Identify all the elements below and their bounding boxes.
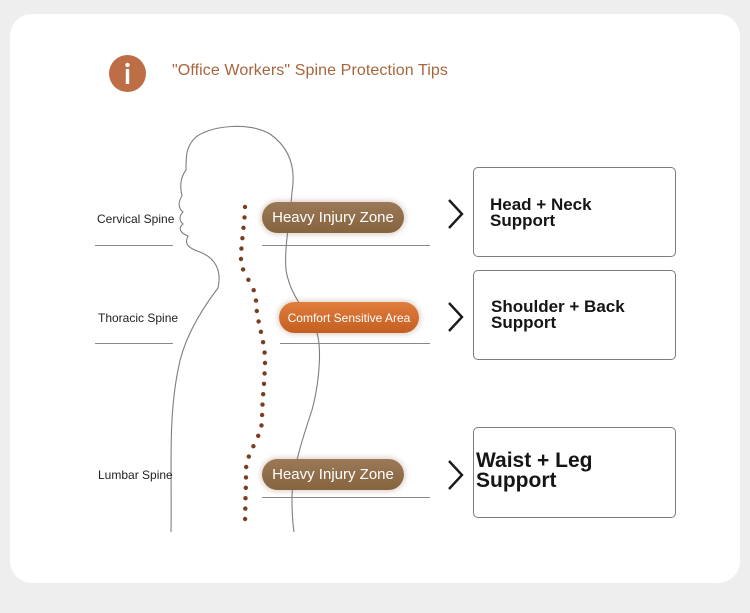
spine-dot xyxy=(256,433,261,438)
spine-dot xyxy=(251,288,256,293)
spine-dot xyxy=(262,360,268,366)
spine-dot xyxy=(251,444,256,449)
spine-dot xyxy=(254,308,259,314)
support-box-shoulder-back: Shoulder + Back Support xyxy=(473,270,676,360)
divider-line xyxy=(280,343,430,344)
spine-label-cervical: Cervical Spine xyxy=(97,212,175,226)
spine-dot xyxy=(246,454,251,459)
spine-dot xyxy=(243,496,248,501)
spine-dot xyxy=(244,464,249,470)
spine-dot xyxy=(253,298,259,303)
spine-label-thoracic: Thoracic Spine xyxy=(98,311,179,325)
divider-line xyxy=(262,245,430,246)
support-box-waist-leg: Waist + Leg Support xyxy=(473,427,676,518)
divider-line xyxy=(95,343,173,344)
support-box-head-neck: Head + Neck Support xyxy=(473,167,676,257)
heavy-injury-zone-badge: Heavy Injury Zone xyxy=(262,202,404,233)
spine-dot xyxy=(262,371,267,376)
spine-dot xyxy=(239,246,244,251)
support-label: Head + Neck Support xyxy=(490,195,592,231)
spine-dot xyxy=(243,475,249,480)
info-icon xyxy=(109,55,146,92)
spine-dot xyxy=(261,381,267,386)
spine-dot xyxy=(246,277,251,282)
spine-dot xyxy=(262,350,267,355)
spine-dot xyxy=(240,267,246,272)
spine-dot xyxy=(261,392,266,397)
spine-dot xyxy=(260,340,266,345)
spine-dot xyxy=(242,516,248,522)
spine-dot xyxy=(242,215,247,220)
spine-dot xyxy=(256,319,261,324)
spine-dot xyxy=(241,225,246,230)
spine-dot xyxy=(260,402,265,407)
page-title: "Office Workers" Spine Protection Tips xyxy=(172,62,449,79)
spine-dots xyxy=(238,204,268,522)
spine-dot xyxy=(243,506,248,511)
spine-label-lumbar: Lumbar Spine xyxy=(98,468,173,482)
comfort-sensitive-area-badge: Comfort Sensitive Area xyxy=(279,302,419,333)
divider-line xyxy=(95,245,173,246)
spine-dot xyxy=(258,329,264,334)
chevron-right-icon xyxy=(448,302,464,332)
spine-dot xyxy=(259,423,264,428)
chevron-right-icon xyxy=(448,199,464,229)
heavy-injury-zone-badge: Heavy Injury Zone xyxy=(262,459,404,490)
spine-dot xyxy=(243,485,248,490)
support-label: Waist + Leg Support xyxy=(476,449,593,492)
spine-dot xyxy=(240,236,245,241)
chevron-right-icon xyxy=(448,460,464,490)
spine-dot xyxy=(238,256,244,262)
support-label: Shoulder + Back Support xyxy=(491,297,625,333)
spine-dot xyxy=(259,412,265,418)
divider-line xyxy=(262,497,430,498)
spine-dot xyxy=(242,204,248,210)
